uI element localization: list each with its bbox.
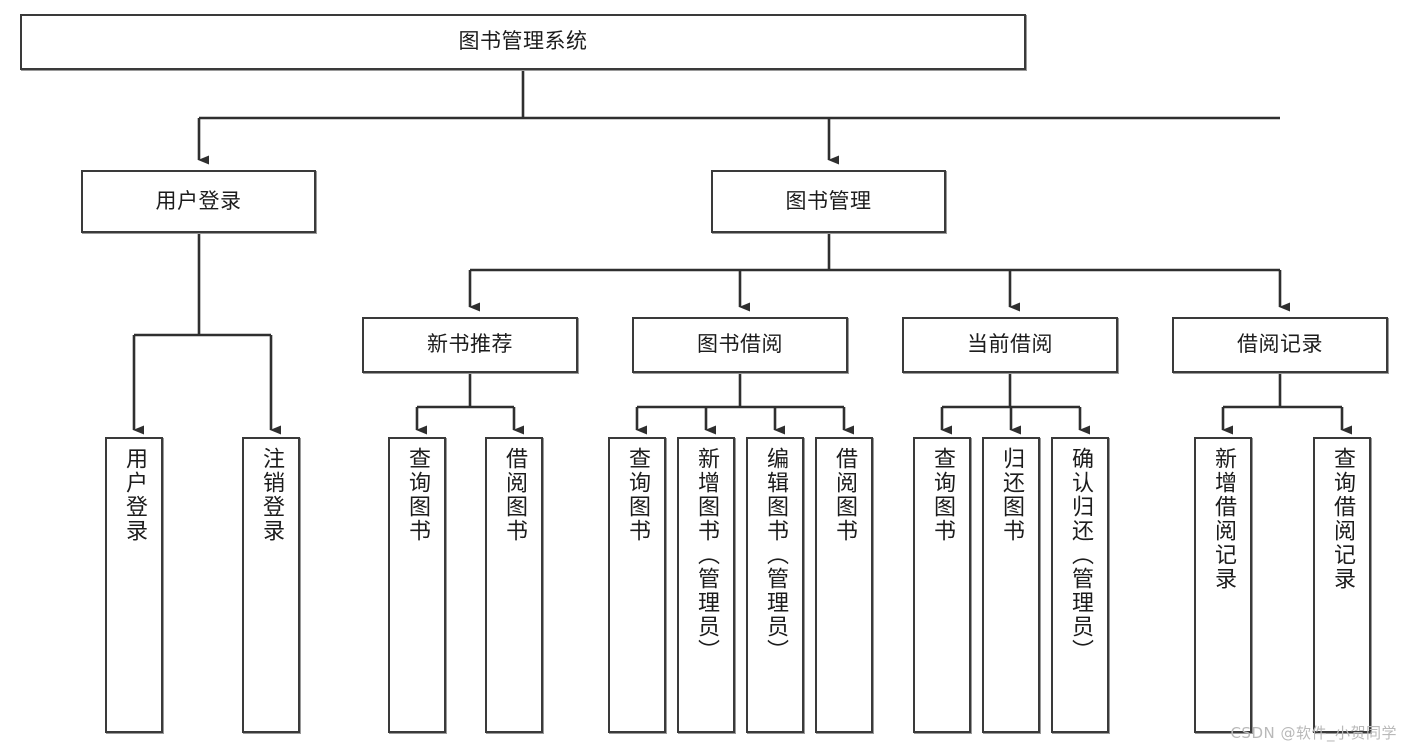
- csdn-watermark: CSDN @软件_小贺同学: [1230, 724, 1397, 742]
- node-leaf-current-borrow-2[interactable]: 归还图书: [982, 437, 1040, 733]
- node-leaf-label: 新增借阅记录: [1210, 447, 1236, 591]
- node-leaf-book-borrow-2[interactable]: 新增图书（管理员）: [677, 437, 735, 733]
- node-leaf-label: 确认归还（管理员）: [1067, 447, 1093, 663]
- node-book-borrow[interactable]: 图书借阅: [632, 317, 848, 373]
- node-new-book-recommend-label: 新书推荐: [427, 332, 513, 357]
- node-leaf-label: 用户登录: [121, 447, 147, 543]
- node-book-manage-label: 图书管理: [785, 188, 872, 213]
- node-leaf-label: 查询图书: [624, 447, 650, 543]
- node-root-label: 图书管理系统: [458, 29, 588, 54]
- node-leaf-label: 查询图书: [404, 447, 430, 543]
- node-leaf-book-borrow-4[interactable]: 借阅图书: [815, 437, 873, 733]
- node-leaf-book-borrow-1[interactable]: 查询图书: [608, 437, 666, 733]
- node-current-borrow-label: 当前借阅: [967, 332, 1053, 357]
- node-leaf-label: 归还图书: [998, 447, 1024, 543]
- node-leaf-user-login-2[interactable]: 注销登录: [242, 437, 300, 733]
- node-leaf-label: 借阅图书: [831, 447, 857, 543]
- node-leaf-label: 借阅图书: [501, 447, 527, 543]
- node-book-manage[interactable]: 图书管理: [711, 170, 946, 233]
- node-leaf-label: 查询借阅记录: [1329, 447, 1355, 591]
- node-leaf-label: 注销登录: [258, 447, 284, 543]
- node-borrow-record-label: 借阅记录: [1237, 332, 1323, 357]
- node-leaf-book-borrow-3[interactable]: 编辑图书（管理员）: [746, 437, 804, 733]
- node-leaf-label: 编辑图书（管理员）: [762, 447, 788, 663]
- node-new-book-recommend[interactable]: 新书推荐: [362, 317, 578, 373]
- node-user-login[interactable]: 用户登录: [81, 170, 316, 233]
- node-current-borrow[interactable]: 当前借阅: [902, 317, 1118, 373]
- node-leaf-label: 新增图书（管理员）: [693, 447, 719, 663]
- node-leaf-borrow-record-1[interactable]: 新增借阅记录: [1194, 437, 1252, 733]
- node-user-login-label: 用户登录: [155, 188, 242, 213]
- node-leaf-new-book-2[interactable]: 借阅图书: [485, 437, 543, 733]
- node-leaf-borrow-record-2[interactable]: 查询借阅记录: [1313, 437, 1371, 733]
- node-leaf-current-borrow-1[interactable]: 查询图书: [913, 437, 971, 733]
- node-borrow-record[interactable]: 借阅记录: [1172, 317, 1388, 373]
- node-root[interactable]: 图书管理系统: [20, 14, 1026, 70]
- node-leaf-current-borrow-3[interactable]: 确认归还（管理员）: [1051, 437, 1109, 733]
- node-leaf-new-book-1[interactable]: 查询图书: [388, 437, 446, 733]
- node-book-borrow-label: 图书借阅: [697, 332, 783, 357]
- node-leaf-user-login-1[interactable]: 用户登录: [105, 437, 163, 733]
- node-leaf-label: 查询图书: [929, 447, 955, 543]
